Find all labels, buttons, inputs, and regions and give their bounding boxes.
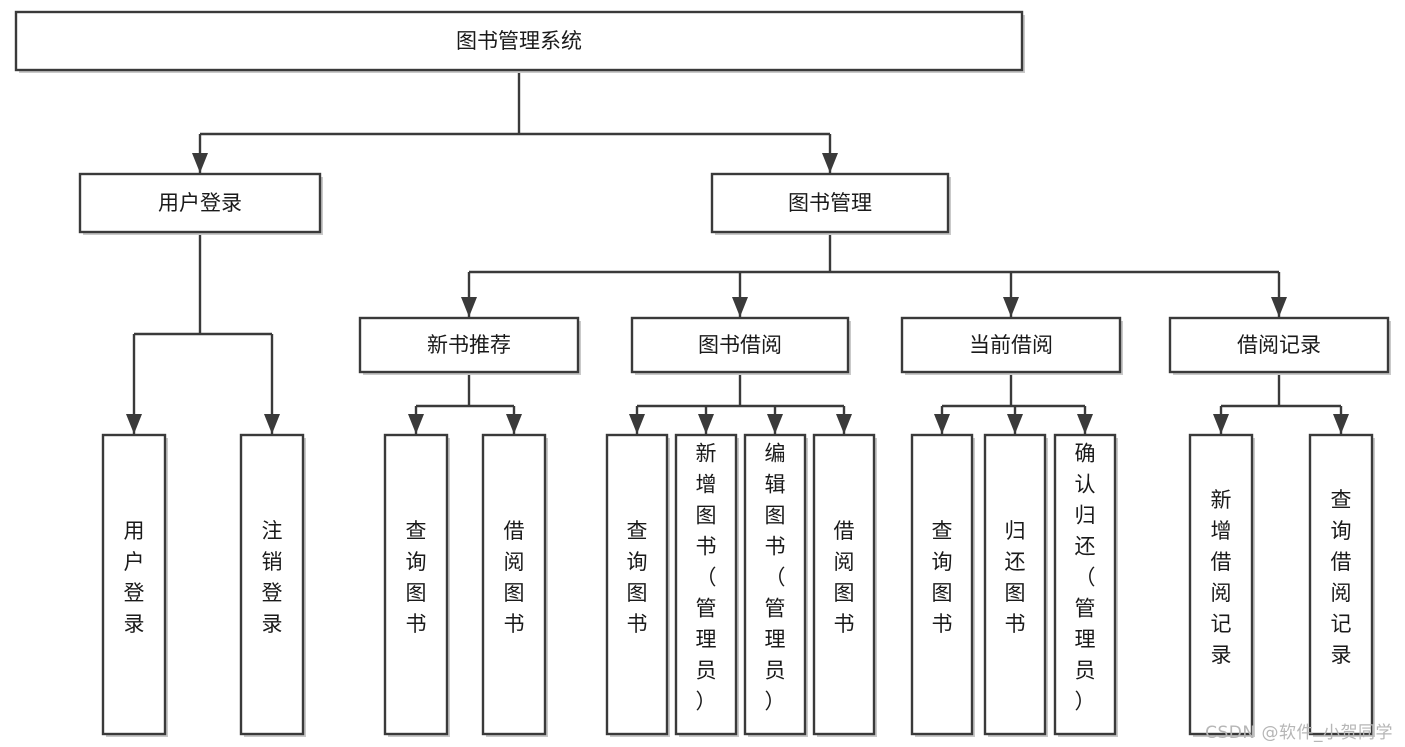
node-root-book-management-system[interactable]: 图书管理系统 [14,10,1025,73]
node-label: 用户登录 [124,519,145,636]
node-rect[interactable] [605,433,669,736]
node-label: 查询图书 [627,519,648,636]
arrow-head-icon [822,153,838,173]
node-label: 查询借阅记录 [1331,488,1352,667]
arrow-head-icon [192,153,208,173]
connector-layer [126,70,1349,434]
node-label: 借阅图书 [834,519,855,636]
node-book-borrow[interactable]: 图书借阅 [630,316,851,375]
node-rect[interactable] [481,433,547,736]
arrow-head-icon [461,297,477,317]
node-label: 新增图书（管理员） [696,442,717,714]
node-label: 新增借阅记录 [1211,488,1232,667]
node-rect[interactable] [743,433,807,736]
node-leaf-user-login[interactable]: 用户登录 [101,433,168,737]
node-label: 当前借阅 [969,333,1053,357]
node-leaf-add-book-admin[interactable]: 新增图书（管理员） [674,433,739,737]
node-rect[interactable] [14,10,1024,72]
node-leaf-borrow-book[interactable]: 借阅图书 [812,433,877,737]
arrow-head-icon [1007,414,1023,434]
node-new-book-recommend[interactable]: 新书推荐 [358,316,581,375]
node-rect[interactable] [674,433,738,736]
node-rect[interactable] [1168,316,1390,374]
node-rect[interactable] [1308,433,1374,736]
node-label: 用户登录 [158,191,242,215]
arrow-head-icon [1077,414,1093,434]
node-label: 查询图书 [932,519,953,636]
node-rect[interactable] [910,433,974,736]
node-rect[interactable] [1188,433,1254,736]
node-leaf-confirm-return-admin[interactable]: 确认归还（管理员） [1053,433,1118,737]
node-rect[interactable] [812,433,876,736]
node-label: 图书借阅 [698,333,782,357]
node-rect[interactable] [710,172,950,234]
node-rect[interactable] [101,433,167,736]
node-user-login[interactable]: 用户登录 [78,172,323,235]
arrow-head-icon [698,414,714,434]
node-rect[interactable] [1053,433,1117,736]
node-label: 确认归还（管理员） [1075,442,1096,714]
node-rect[interactable] [983,433,1047,736]
node-leaf-return-book[interactable]: 归还图书 [983,433,1048,737]
node-leaf-borrow-book-recommend[interactable]: 借阅图书 [481,433,548,737]
node-rect[interactable] [358,316,580,374]
arrow-head-icon [1213,414,1229,434]
node-leaf-query-book-recommend[interactable]: 查询图书 [383,433,450,737]
node-current-borrow[interactable]: 当前借阅 [900,316,1123,375]
node-label: 注销登录 [262,519,283,636]
arrow-head-icon [264,414,280,434]
arrow-head-icon [732,297,748,317]
node-leaf-logout[interactable]: 注销登录 [239,433,306,737]
watermark-label: CSDN @软件_小贺同学 [1205,723,1393,743]
node-label: 查询图书 [406,519,427,636]
arrow-head-icon [1333,414,1349,434]
node-label: 借阅记录 [1237,333,1321,357]
arrow-head-icon [836,414,852,434]
node-leaf-query-borrow-record[interactable]: 查询借阅记录 [1308,433,1375,737]
arrow-head-icon [934,414,950,434]
node-book-manage[interactable]: 图书管理 [710,172,951,235]
node-rect[interactable] [900,316,1122,374]
arrow-head-icon [126,414,142,434]
node-layer: 图书管理系统用户登录图书管理新书推荐图书借阅当前借阅借阅记录用户登录注销登录查询… [14,10,1391,737]
arrow-head-icon [767,414,783,434]
arrow-head-icon [629,414,645,434]
node-label: 图书管理系统 [456,29,582,53]
node-rect[interactable] [383,433,449,736]
arrow-head-icon [1271,297,1287,317]
node-leaf-add-borrow-record[interactable]: 新增借阅记录 [1188,433,1255,737]
arrow-head-icon [506,414,522,434]
arrow-head-icon [1003,297,1019,317]
arrow-head-icon [408,414,424,434]
node-leaf-query-book-current[interactable]: 查询图书 [910,433,975,737]
node-leaf-edit-book-admin[interactable]: 编辑图书（管理员） [743,433,808,737]
node-label: 新书推荐 [427,333,511,357]
node-leaf-query-book-borrow[interactable]: 查询图书 [605,433,670,737]
node-label: 编辑图书（管理员） [765,442,786,714]
node-borrow-record[interactable]: 借阅记录 [1168,316,1391,375]
node-rect[interactable] [78,172,322,234]
node-rect[interactable] [239,433,305,736]
node-label: 图书管理 [788,191,872,215]
node-label: 借阅图书 [504,519,525,636]
node-rect[interactable] [630,316,850,374]
node-label: 归还图书 [1005,519,1026,636]
